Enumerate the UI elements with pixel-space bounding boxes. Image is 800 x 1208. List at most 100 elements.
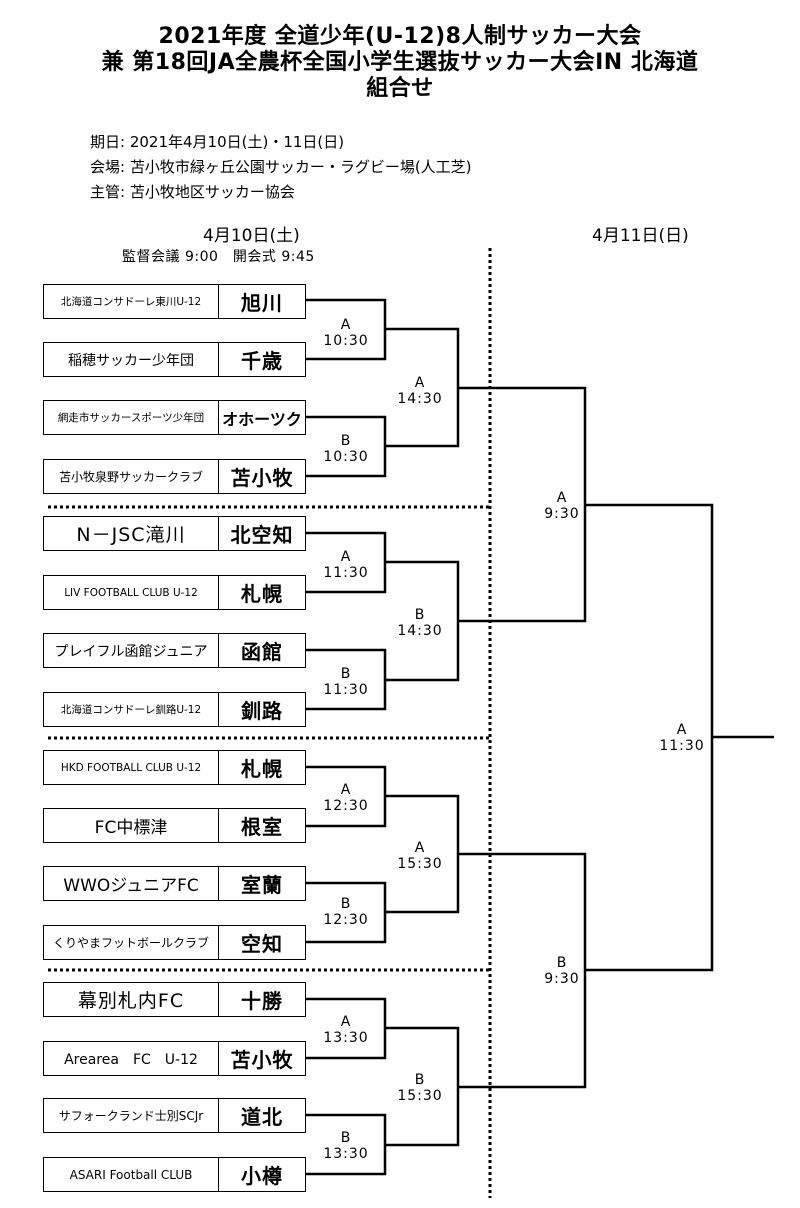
team-region: 札幌	[241, 582, 283, 606]
team-name: サフォークランド士別SCJr	[44, 1099, 219, 1132]
team-entry: N－JSC滝川 北空知	[43, 516, 306, 551]
match-time: 9:30	[544, 506, 580, 522]
match-court: A	[556, 490, 568, 506]
team-name: N－JSC滝川	[44, 517, 219, 550]
title-line-2: 兼 第18回JA全農杯全国小学生選抜サッカー大会IN 北海道	[101, 50, 699, 75]
match-time: 10:30	[323, 449, 369, 465]
team-name: FC中標津	[44, 809, 219, 842]
team-name: LIV FOOTBALL CLUB U-12	[44, 576, 219, 609]
team-region: 道北	[241, 1105, 283, 1129]
match-court: A	[676, 722, 688, 738]
team-region: 北空知	[230, 523, 294, 547]
team-region: 苫小牧	[230, 1048, 294, 1072]
team-region: 函館	[241, 640, 283, 664]
match-time: 15:30	[397, 856, 443, 872]
team-name: 苫小牧泉野サッカークラブ	[44, 460, 219, 493]
team-region: 千歳	[241, 349, 283, 373]
team-region: 旭川	[241, 291, 283, 315]
team-entry: 北海道コンサドーレ東川U-12 旭川	[43, 284, 306, 319]
match-court: A	[340, 1014, 352, 1030]
team-entry: 幕別札内FC 十勝	[43, 982, 306, 1017]
match-time: 9:30	[544, 971, 580, 987]
team-name: 稲穂サッカー少年団	[44, 343, 219, 376]
title-line-3: 組合せ	[366, 76, 434, 101]
match-court: B	[340, 896, 352, 912]
match-time: 11:30	[659, 738, 705, 754]
team-name: くりやまフットボールクラブ	[44, 926, 219, 959]
team-entry: HKD FOOTBALL CLUB U-12 札幌	[43, 750, 306, 785]
match-court: A	[340, 317, 352, 333]
match-label: A 15:30	[380, 840, 460, 872]
team-entry: サフォークランド士別SCJr 道北	[43, 1098, 306, 1133]
team-name: 北海道コンサドーレ東川U-12	[44, 285, 219, 318]
match-court: A	[340, 782, 352, 798]
match-time: 13:30	[323, 1146, 369, 1162]
match-court: A	[414, 840, 426, 856]
match-time: 15:30	[397, 1088, 443, 1104]
team-entry: 稲穂サッカー少年団 千歳	[43, 342, 306, 377]
team-entry: 苫小牧泉野サッカークラブ 苫小牧	[43, 459, 306, 494]
match-court: B	[414, 607, 426, 623]
team-region: 十勝	[241, 989, 283, 1013]
match-court: B	[556, 955, 568, 971]
match-label: A 11:30	[306, 549, 386, 581]
match-label: B 10:30	[306, 433, 386, 465]
team-region: 札幌	[241, 757, 283, 781]
match-label: B 9:30	[522, 955, 602, 987]
team-entry: プレイフル函館ジュニア 函館	[43, 633, 306, 668]
match-court: B	[340, 1130, 352, 1146]
team-name: 網走市サッカースポーツ少年団	[44, 401, 219, 434]
match-label: A 12:30	[306, 782, 386, 814]
team-entry: WWOジュニアFC 室蘭	[43, 866, 306, 901]
day1-label: 4月10日(土)	[203, 226, 300, 246]
team-name: WWOジュニアFC	[44, 867, 219, 900]
match-label: B 15:30	[380, 1072, 460, 1104]
team-name: ASARI Football CLUB	[44, 1158, 219, 1191]
match-label: B 12:30	[306, 896, 386, 928]
team-region: 根室	[241, 815, 283, 839]
match-court: A	[340, 549, 352, 565]
match-time: 12:30	[323, 912, 369, 928]
team-region: 空知	[241, 932, 283, 956]
match-label: A 9:30	[522, 490, 602, 522]
team-region: 小樽	[241, 1164, 283, 1188]
event-date: 期日: 2021年4月10日(土)・11日(日)	[90, 133, 345, 151]
match-court: B	[340, 433, 352, 449]
day2-label: 4月11日(日)	[592, 226, 689, 246]
team-entry: Arearea FC U-12 苫小牧	[43, 1041, 306, 1076]
match-time: 12:30	[323, 798, 369, 814]
match-label: A 10:30	[306, 317, 386, 349]
match-time: 11:30	[323, 682, 369, 698]
event-organizer: 主管: 苫小牧地区サッカー協会	[90, 183, 295, 201]
match-court: A	[414, 375, 426, 391]
team-region: 苫小牧	[230, 466, 294, 490]
match-time: 10:30	[323, 333, 369, 349]
event-venue: 会場: 苫小牧市緑ヶ丘公園サッカー・ラグビー場(人工芝)	[90, 158, 472, 176]
team-entry: 北海道コンサドーレ釧路U-12 釧路	[43, 692, 306, 727]
team-entry: くりやまフットボールクラブ 空知	[43, 925, 306, 960]
team-name: Arearea FC U-12	[44, 1042, 219, 1075]
match-label: A 14:30	[380, 375, 460, 407]
team-name: 幕別札内FC	[44, 983, 219, 1016]
match-court: B	[414, 1072, 426, 1088]
match-label: A 13:30	[306, 1014, 386, 1046]
match-time: 14:30	[397, 623, 443, 639]
match-time: 11:30	[323, 565, 369, 581]
team-region: 室蘭	[241, 873, 283, 897]
match-label: B 13:30	[306, 1130, 386, 1162]
team-entry: 網走市サッカースポーツ少年団 オホーツク	[43, 400, 306, 435]
title-line-1: 2021年度 全道少年(U-12)8人制サッカー大会	[158, 24, 642, 49]
match-label: B 11:30	[306, 666, 386, 698]
match-court: B	[340, 666, 352, 682]
team-region: 釧路	[241, 699, 283, 723]
team-name: プレイフル函館ジュニア	[44, 634, 219, 667]
team-entry: ASARI Football CLUB 小樽	[43, 1157, 306, 1192]
match-time: 14:30	[397, 391, 443, 407]
match-label: B 14:30	[380, 607, 460, 639]
team-name: 北海道コンサドーレ釧路U-12	[44, 693, 219, 726]
final-match-label: A 11:30	[642, 722, 722, 754]
match-time: 13:30	[323, 1030, 369, 1046]
team-entry: FC中標津 根室	[43, 808, 306, 843]
day1-schedule: 監督会議 9:00 開会式 9:45	[122, 249, 315, 265]
